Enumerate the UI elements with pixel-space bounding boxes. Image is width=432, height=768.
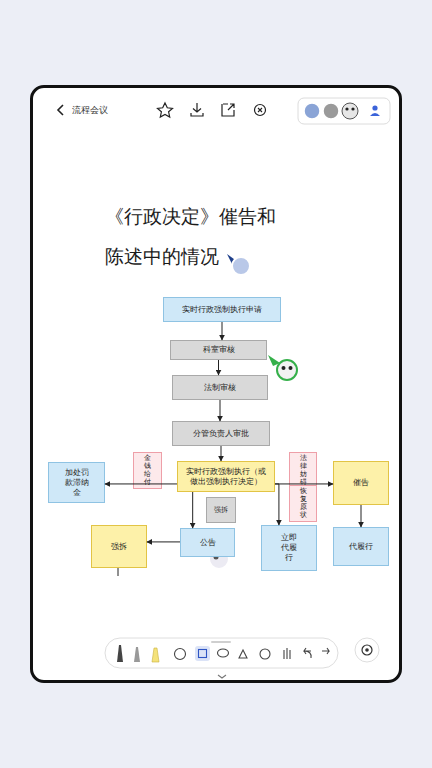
node-label: 恢复原状 — [297, 487, 309, 520]
toolbar-handle — [212, 641, 230, 643]
avatar — [323, 103, 339, 119]
process-box: 代履行 — [333, 527, 389, 566]
node-label: 公告 — [200, 538, 216, 548]
condition-tag: 恢复原状 — [289, 485, 317, 522]
avatar-detail — [282, 366, 286, 370]
flow-arrow — [222, 322, 223, 340]
node-label: 立即代履行 — [278, 533, 300, 563]
flow-arrow — [275, 483, 333, 484]
handwritten-title: 《行政决定》催告和 陈述中的情况 — [105, 196, 283, 276]
page-name: 流程会议 — [72, 104, 108, 117]
cursor-pointer — [268, 355, 280, 366]
close-icon — [258, 108, 262, 112]
pen-tool — [117, 645, 123, 662]
process-box: 实时行政强制执行（或做出强制执行决定） — [177, 461, 275, 492]
condition-tag: 法律妨碍 — [289, 452, 317, 489]
back-icon — [58, 105, 63, 115]
avatar — [232, 257, 250, 275]
process-box: 实时行政强制执行申请 — [163, 297, 281, 322]
avatar-detail — [351, 107, 354, 110]
node-label: 实时行政强制执行（或做出强制执行决定） — [184, 467, 268, 487]
process-box: 分管负责人审批 — [172, 421, 270, 446]
process-box: 公告 — [180, 528, 235, 557]
locate-icon — [365, 648, 369, 652]
node-label: 法律妨碍 — [297, 454, 309, 487]
sticker-tool — [260, 649, 270, 659]
marker-tool — [152, 648, 159, 662]
flow-arrow — [361, 505, 362, 527]
undo-icon — [304, 648, 311, 658]
process-box: 科室审核 — [170, 340, 267, 360]
people-icon — [370, 113, 380, 116]
toolbar — [105, 638, 338, 668]
lasso-tool — [218, 649, 229, 657]
avatar — [277, 360, 297, 380]
locate-button — [355, 638, 379, 662]
avatar — [304, 103, 320, 119]
download-icon — [191, 103, 203, 116]
share-icon — [222, 104, 234, 116]
avatar — [342, 103, 358, 119]
star-icon — [158, 103, 173, 117]
condition-tag: 金钱给付 — [133, 452, 162, 489]
process-box: 立即代履行 — [261, 525, 317, 571]
avatar-detail — [345, 107, 348, 110]
flow-line — [118, 568, 119, 576]
hand-tool — [284, 648, 290, 659]
flow-arrow — [221, 446, 222, 461]
node-label: 法制审核 — [204, 383, 236, 393]
cursor-pointer — [227, 254, 238, 264]
flow-arrow — [192, 492, 193, 528]
close-icon — [255, 105, 266, 116]
collaborator-bar — [298, 98, 390, 124]
flow-arrow — [218, 360, 219, 375]
node-label: 金钱给付 — [141, 454, 154, 487]
redo-icon — [322, 648, 329, 654]
palette-tool — [175, 649, 186, 660]
flow-arrow — [275, 484, 279, 525]
flow-arrow — [105, 483, 177, 484]
node-label: 实时行政强制执行申请 — [182, 305, 262, 315]
tool-highlight — [195, 646, 210, 661]
node-label: 强拆 — [111, 542, 127, 552]
pencil-tool — [134, 647, 140, 662]
collapse-icon — [218, 675, 226, 678]
people-icon — [372, 105, 377, 110]
locate-icon — [362, 645, 372, 655]
flow-arrow — [220, 400, 221, 421]
node-label: 代履行 — [349, 542, 373, 552]
flow-arrow — [147, 541, 180, 542]
process-box: 加处罚款滞纳金 — [48, 462, 105, 503]
avatar-detail — [289, 366, 293, 370]
node-label: 强拆 — [214, 506, 228, 515]
node-label: 科室审核 — [203, 345, 235, 355]
process-box: 法制审核 — [172, 375, 268, 400]
eraser-tool — [199, 650, 207, 658]
process-box: 强拆 — [91, 525, 147, 568]
node-label: 加处罚款滞纳金 — [61, 468, 92, 498]
process-box: 催告 — [333, 461, 389, 505]
shape-tool — [239, 650, 247, 658]
node-label: 分管负责人审批 — [193, 429, 249, 439]
process-box: 强拆 — [206, 497, 236, 523]
node-label: 催告 — [353, 478, 369, 488]
